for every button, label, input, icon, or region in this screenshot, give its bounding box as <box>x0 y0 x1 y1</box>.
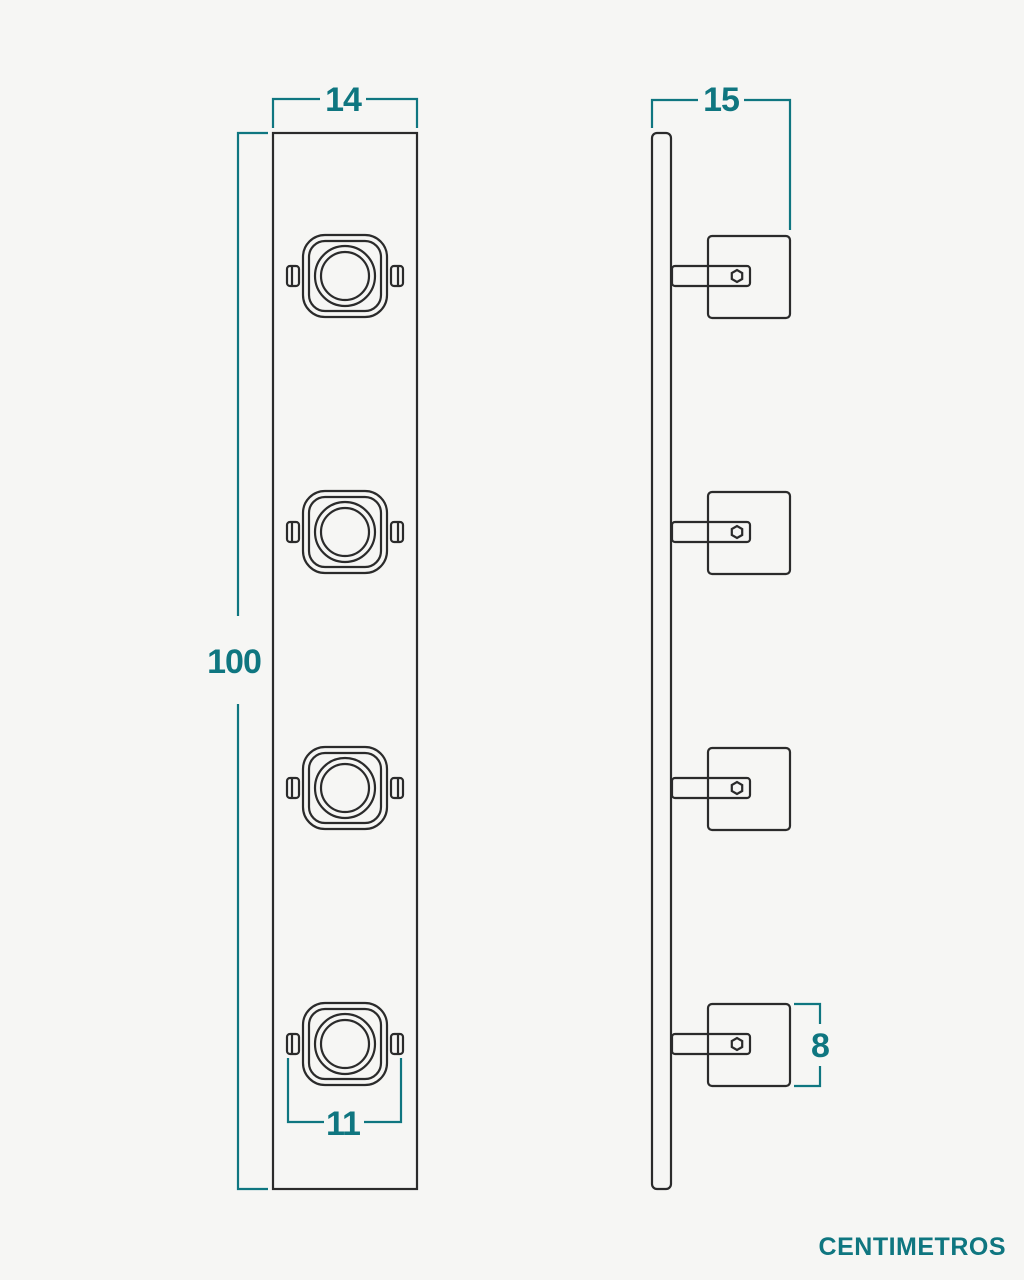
side-hook <box>670 746 792 832</box>
hook-ring-outer <box>313 756 377 820</box>
hook-ring-outer <box>313 244 377 308</box>
front-height-label: 100 <box>207 643 261 681</box>
hex-bolt-icon <box>730 524 744 540</box>
front-hook <box>285 1001 405 1087</box>
hook-ring-outer <box>313 500 377 564</box>
side-depth-dimension-line <box>650 98 792 230</box>
block-height-dimension-line <box>794 1002 822 1088</box>
front-hook <box>285 233 405 319</box>
front-width-dimension-line <box>271 97 419 128</box>
hook-base-inner <box>307 1007 383 1081</box>
hook-base-plate <box>301 489 389 575</box>
side-arm <box>670 520 752 544</box>
hook-ring-inner <box>319 250 371 302</box>
front-view <box>271 131 419 1191</box>
hex-bolt-icon <box>730 780 744 796</box>
hook-spacing-label: 11 <box>326 1105 360 1143</box>
front-panel-outline <box>271 131 419 1191</box>
hook-base-plate <box>301 233 389 319</box>
side-view <box>650 131 792 1191</box>
hex-bolt-icon <box>730 1036 744 1052</box>
front-hook <box>285 745 405 831</box>
side-hook <box>670 234 792 320</box>
hook-base-inner <box>307 495 383 569</box>
front-hook <box>285 489 405 575</box>
side-depth-label: 15 <box>703 81 739 119</box>
side-block <box>706 234 792 320</box>
hook-base-plate <box>301 1001 389 1087</box>
hook-ring-outer <box>313 1012 377 1076</box>
side-arm <box>670 264 752 288</box>
side-hook <box>670 1002 792 1088</box>
hook-base-plate <box>301 745 389 831</box>
units-label: CENTIMETROS <box>818 1233 1006 1261</box>
side-block <box>706 490 792 576</box>
hook-base-inner <box>307 751 383 825</box>
dimension-lines <box>236 97 822 1191</box>
side-block <box>706 746 792 832</box>
front-height-dimension-line <box>236 131 268 1191</box>
hook-ring-inner <box>319 1018 371 1070</box>
hex-bolt-icon <box>730 268 744 284</box>
hook-base-inner <box>307 239 383 313</box>
side-arm <box>670 1032 752 1056</box>
hook-spacing-dimension-line <box>286 1058 403 1124</box>
hook-ring-inner <box>319 506 371 558</box>
dimension-labels: 14 100 11 15 8 <box>207 81 830 1143</box>
side-rail-outline <box>650 131 673 1191</box>
front-width-label: 14 <box>325 81 362 119</box>
block-height-label: 8 <box>811 1027 829 1065</box>
front-hooks-group <box>285 233 405 1087</box>
side-arm <box>670 776 752 800</box>
side-hook <box>670 490 792 576</box>
side-hooks-group <box>670 234 792 1088</box>
side-block <box>706 1002 792 1088</box>
hook-ring-inner <box>319 762 371 814</box>
